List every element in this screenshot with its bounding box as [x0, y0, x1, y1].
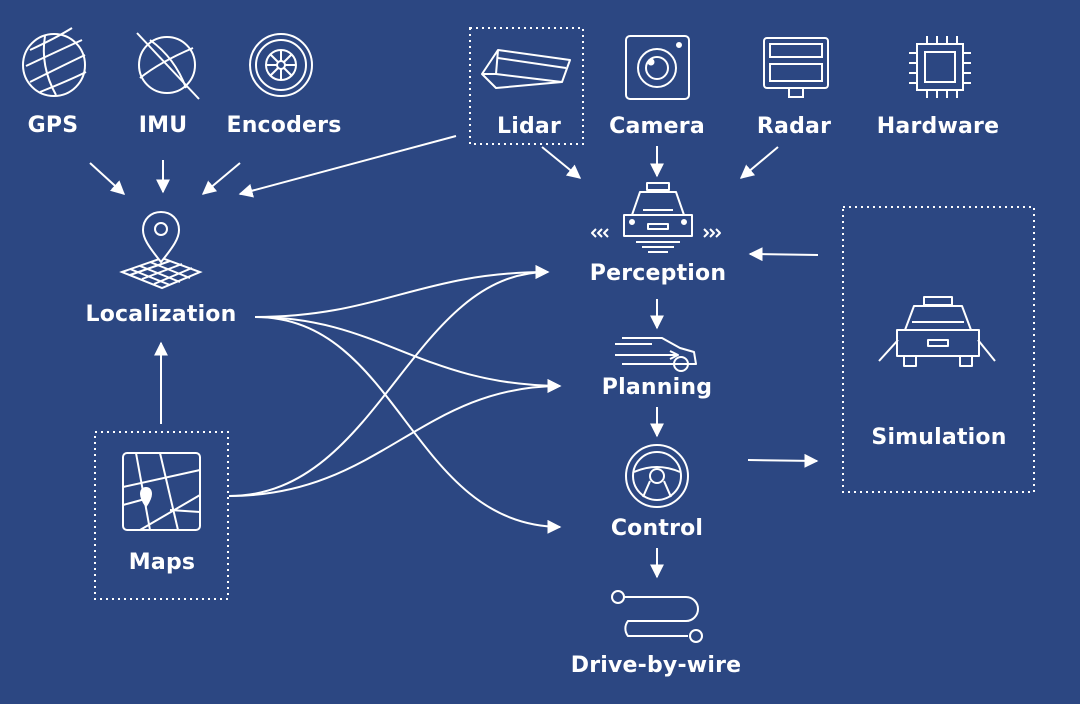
drive-by-wire-icon — [611, 590, 703, 643]
gps-icon — [22, 27, 87, 97]
imu-icon — [136, 32, 200, 100]
camera-icon — [625, 35, 690, 100]
maps-box — [94, 431, 229, 600]
arrow-simulation-perception — [748, 247, 819, 262]
localization-label: Localization — [85, 302, 237, 327]
curve-maps-perception — [228, 265, 550, 497]
radar-icon — [763, 37, 829, 98]
curve-maps-planning — [228, 379, 562, 497]
arrow-encoders-localization — [201, 162, 241, 195]
lidar-icon — [481, 49, 571, 89]
arrow-control-simulation — [747, 453, 819, 468]
hardware-label: Hardware — [876, 114, 1000, 139]
arrow-gps-localization — [89, 162, 126, 195]
simulation-label: Simulation — [871, 425, 1007, 450]
curved-connections — [228, 265, 562, 534]
curve-localization-planning — [254, 316, 562, 393]
curve-localization-control — [254, 316, 562, 534]
simulation-icon — [878, 296, 996, 367]
encoders-icon — [249, 33, 313, 97]
planning-label: Planning — [601, 375, 713, 400]
drive-by-wire-label: Drive-by-wire — [570, 653, 742, 678]
gps-label: GPS — [27, 113, 79, 138]
arrow-radar-perception — [739, 146, 779, 179]
lidar-label: Lidar — [496, 114, 562, 139]
localization-icon — [119, 210, 203, 290]
simulation-box — [842, 206, 1035, 493]
camera-label: Camera — [609, 114, 705, 139]
hardware-icon — [909, 36, 971, 98]
perception-icon — [591, 182, 721, 253]
control-icon — [625, 444, 689, 508]
perception-label: Perception — [589, 261, 727, 286]
curve-localization-perception — [254, 265, 550, 318]
radar-label: Radar — [756, 114, 832, 139]
arrows — [89, 135, 819, 579]
control-label: Control — [610, 516, 704, 541]
imu-label: IMU — [138, 113, 188, 138]
arrow-lidar-perception — [541, 146, 582, 179]
encoders-label: Encoders — [226, 113, 342, 138]
maps-icon — [122, 452, 201, 531]
arrow-lidar-localization — [238, 135, 457, 198]
maps-label: Maps — [128, 550, 196, 575]
planning-icon — [615, 337, 697, 372]
